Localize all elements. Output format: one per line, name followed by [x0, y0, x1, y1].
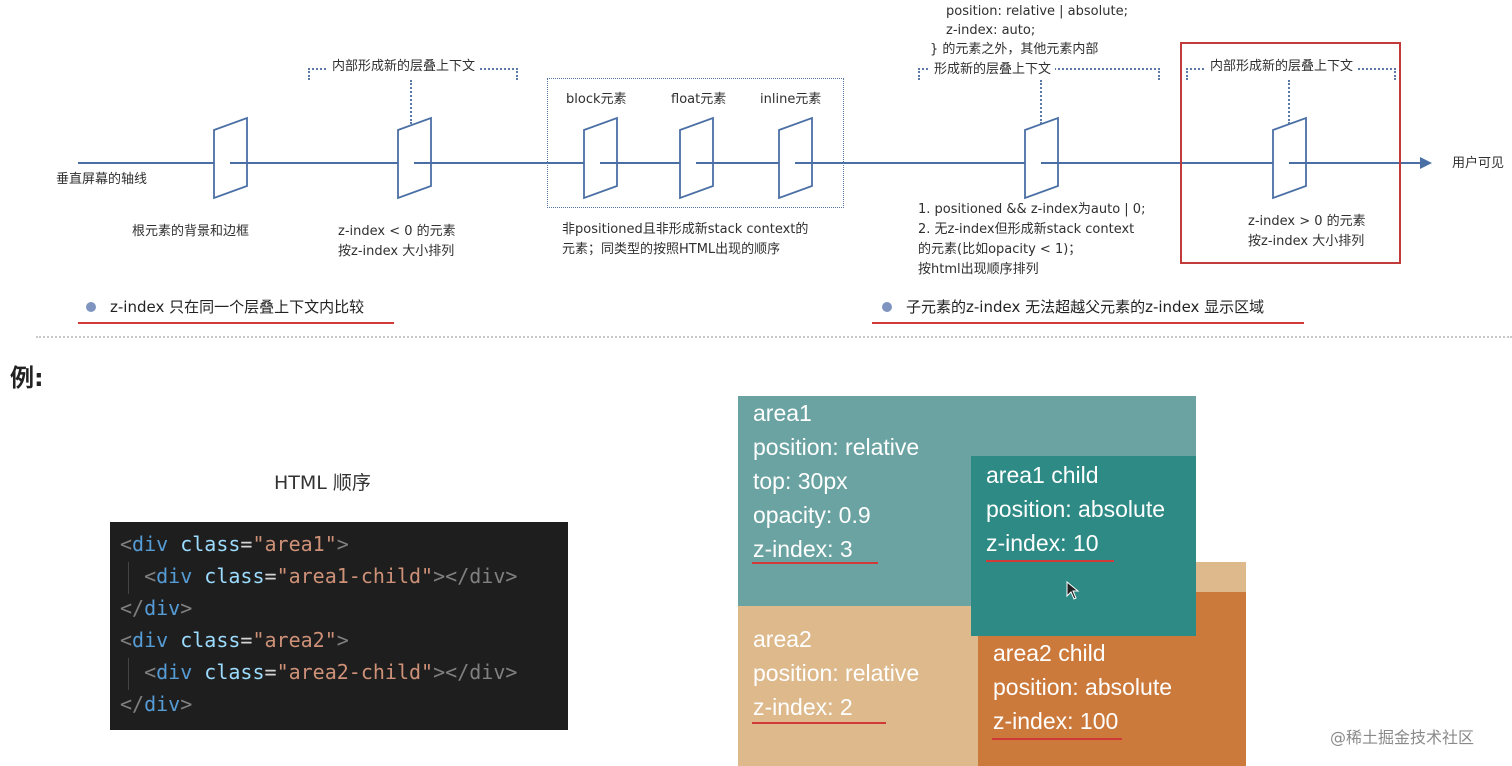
positioned-label-line4: 按html出现顺序排列: [918, 262, 1039, 277]
root-layer-label: 根元素的背景和边框: [132, 224, 250, 239]
normal-label-line2: 元素；同类型的按照HTML出现的顺序: [562, 242, 781, 257]
example-title: 例:: [10, 364, 44, 392]
code-block: <div class="area1"> <div class="area1-ch…: [110, 522, 568, 730]
area1-box: area1 position: relative top: 30px opaci…: [738, 396, 1196, 606]
stacking-order-diagram: [78, 116, 1432, 200]
area1-line: top: 30px: [753, 468, 848, 494]
code-line: <div class="area2-child"></div>: [144, 660, 518, 684]
area2-line: z-index: 2: [753, 694, 853, 720]
bullet-right: 子元素的z-index 无法超越父元素的z-index 显示区域: [882, 296, 1264, 317]
bullet-right-text: 子元素的z-index 无法超越父元素的z-index 显示区域: [906, 298, 1265, 316]
plane-positive: [1272, 116, 1307, 200]
area2-box: area2 position: relative z-index: 2: [738, 606, 978, 766]
positioned-label-line1: 1. positioned && z-index为auto | 0;: [918, 202, 1146, 217]
area2-child-line: area2 child: [993, 640, 1106, 666]
plane-positioned: [1024, 116, 1059, 200]
plane-negative: [397, 116, 432, 200]
normal-flow-box: [547, 78, 844, 208]
watermark: @稀土掘金技术社区: [1330, 728, 1475, 747]
bullet-left-text: z-index 只在同一个层叠上下文内比较: [110, 298, 365, 316]
positive-label-line1: z-index > 0 的元素: [1248, 214, 1366, 229]
bullet-dot-icon: [86, 301, 96, 312]
positive-top-note: 内部形成新的层叠上下文: [1206, 57, 1358, 77]
positioned-top-line3: } 的元素之外，其他元素内部: [930, 42, 1099, 57]
area2-child-zindex-underline: [992, 738, 1122, 740]
plane-block: [583, 116, 618, 200]
code-line: <div class="area2">: [120, 628, 349, 652]
positive-label-line2: 按z-index 大小排列: [1248, 234, 1365, 249]
positioned-top-line4: 形成新的层叠上下文: [930, 60, 1056, 80]
area1-line: opacity: 0.9: [753, 502, 871, 528]
plane-root: [213, 116, 248, 200]
plane-float: [679, 116, 714, 200]
plane-inline: [778, 116, 813, 200]
float-label: float元素: [671, 92, 727, 107]
inline-label: inline元素: [760, 92, 822, 107]
code-line: <div class="area1-child"></div>: [144, 564, 518, 588]
html-order-label: HTML 顺序: [274, 472, 371, 494]
positioned-label-line2: 2. 无z-index但形成新stack context: [918, 222, 1135, 237]
bullet-left: z-index 只在同一个层叠上下文内比较: [86, 296, 364, 317]
axis-right-label: 用户可见: [1452, 156, 1505, 171]
negative-label-line2: 按z-index 大小排列: [338, 244, 455, 259]
area1-line: area1: [753, 400, 812, 426]
normal-label-line1: 非positioned且非形成新stack context的: [562, 222, 809, 237]
code-line: <div class="area1">: [120, 532, 349, 556]
positioned-top-line2: z-index: auto;: [946, 23, 1036, 38]
negative-label-line1: z-index < 0 的元素: [338, 224, 456, 239]
area1-child-line: area1 child: [986, 462, 1099, 488]
code-line: </div>: [120, 596, 193, 620]
negative-note-connector: [410, 80, 412, 124]
section-divider: [36, 336, 1512, 338]
axis-left-label: 垂直屏幕的轴线: [56, 172, 148, 187]
block-label: block元素: [566, 92, 627, 107]
area2-child-line: z-index: 100: [993, 708, 1119, 734]
positive-note-connector: [1288, 80, 1290, 124]
positioned-label-line3: 的元素(比如opacity < 1)；: [918, 242, 1082, 257]
area2-zindex-underline: [752, 722, 886, 724]
axis-arrowhead: [1420, 157, 1432, 169]
positioned-note-connector: [1040, 80, 1042, 124]
area2-line: area2: [753, 626, 812, 652]
area2-line: position: relative: [753, 660, 920, 686]
area1-child-zindex-underline: [986, 560, 1114, 562]
area1-line: position: relative: [753, 434, 920, 460]
positioned-top-line1: position: relative | absolute;: [946, 4, 1128, 19]
bullet-dot-icon: [882, 301, 892, 312]
negative-top-note: 内部形成新的层叠上下文: [328, 57, 480, 77]
mouse-cursor-icon: [1066, 581, 1080, 600]
area1-line: z-index: 3: [753, 536, 853, 562]
area1-child-line: z-index: 10: [986, 530, 1099, 556]
area1-child-line: position: absolute: [986, 496, 1166, 522]
area2-child-line: position: absolute: [993, 674, 1173, 700]
area1-child-box: area1 child position: absolute z-index: …: [971, 456, 1196, 636]
bullet-left-underline: [78, 322, 394, 324]
code-line: </div>: [120, 692, 193, 716]
positive-highlight-box: [1180, 42, 1401, 264]
bullet-right-underline: [872, 322, 1304, 324]
area1-zindex-underline: [752, 562, 878, 564]
